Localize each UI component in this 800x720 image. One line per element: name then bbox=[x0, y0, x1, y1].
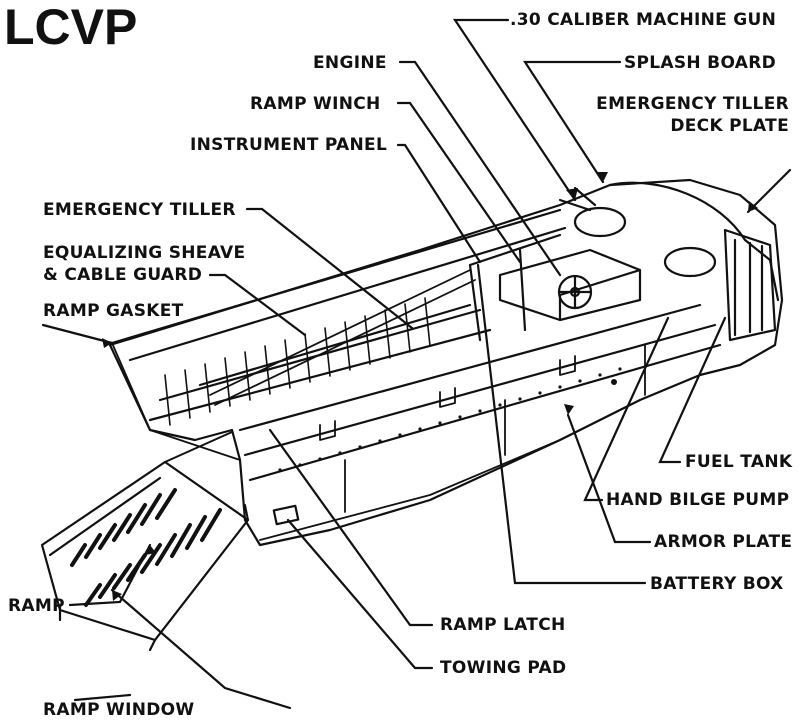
diagram-title: LCVP bbox=[4, 0, 138, 55]
label-engine: ENGINE bbox=[313, 53, 387, 73]
gun-barrel bbox=[558, 186, 597, 212]
label-battery-box: BATTERY BOX bbox=[650, 574, 784, 594]
gun-tub-left bbox=[573, 206, 627, 238]
label-equalizing-sheave-line2: & CABLE GUARD bbox=[43, 265, 203, 285]
rivets bbox=[278, 367, 622, 472]
label-ramp-gasket: RAMP GASKET bbox=[43, 301, 184, 321]
label-ramp: RAMP bbox=[8, 596, 65, 616]
gunwale-fittings bbox=[319, 355, 576, 441]
leader-arrowheads bbox=[102, 172, 758, 601]
gun-tub-right bbox=[663, 246, 717, 278]
label-emergency-tiller: EMERGENCY TILLER bbox=[43, 200, 236, 220]
label-emergency-tiller-deck-plate-line2: DECK PLATE bbox=[670, 116, 789, 136]
label-fuel-tank: FUEL TANK bbox=[685, 452, 793, 472]
label-emergency-tiller-deck-plate-line1: EMERGENCY TILLER bbox=[596, 94, 789, 114]
label-ramp-window: RAMP WINDOW bbox=[43, 700, 195, 720]
well-deck bbox=[148, 303, 492, 422]
stern-coaming bbox=[608, 181, 780, 302]
label-splash-board: SPLASH BOARD bbox=[624, 53, 776, 73]
label-towing-pad: TOWING PAD bbox=[440, 658, 567, 678]
ramp-cable bbox=[209, 269, 476, 406]
leader-lines bbox=[41, 18, 792, 710]
stern-compartment bbox=[723, 228, 777, 342]
label-hand-bilge-pump: HAND BILGE PUMP bbox=[606, 490, 790, 510]
ramp-outline bbox=[40, 460, 250, 642]
port-gunwale bbox=[110, 208, 567, 362]
label-armor-plate: ARMOR PLATE bbox=[654, 532, 793, 552]
label-machine-gun: .30 CALIBER MACHINE GUN bbox=[510, 10, 777, 30]
ramp-cleats bbox=[70, 488, 222, 607]
hull-outline bbox=[108, 178, 784, 547]
towing-pad-shape bbox=[272, 504, 300, 526]
armor-lower-edge bbox=[259, 399, 641, 541]
label-equalizing-sheave-line1: EQUALIZING SHEAVE bbox=[43, 243, 246, 263]
label-ramp-winch: RAMP WINCH bbox=[250, 94, 381, 114]
armor-seams bbox=[344, 344, 646, 513]
label-instrument-panel: INSTRUMENT PANEL bbox=[190, 135, 388, 155]
label-ramp-latch: RAMP LATCH bbox=[440, 615, 566, 635]
starboard-gunwale bbox=[238, 303, 722, 482]
ramp-gasket-line bbox=[111, 342, 241, 461]
instrument-bulkhead bbox=[468, 233, 562, 342]
